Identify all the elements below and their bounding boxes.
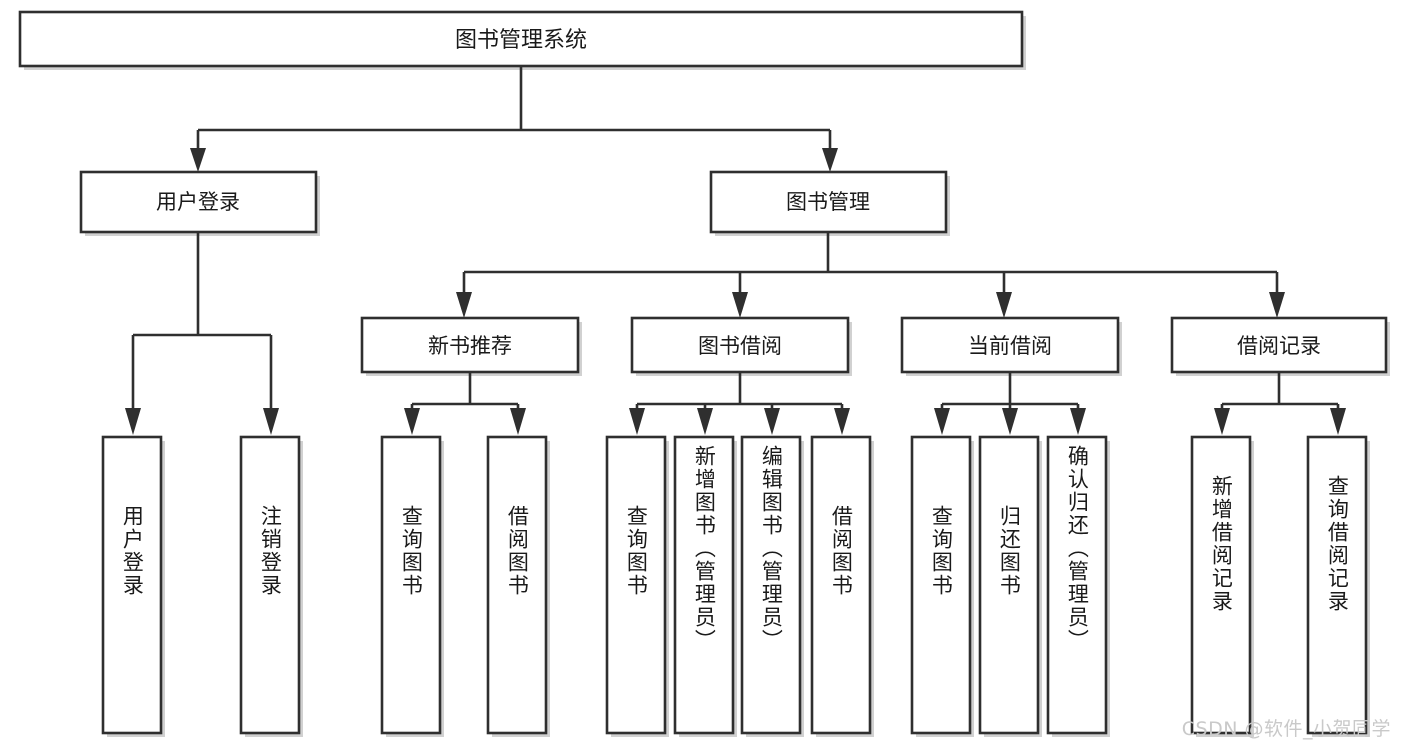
arrow-head-icon <box>510 408 526 435</box>
arrow-head-icon <box>697 408 713 435</box>
leaf-node-确认归还-管理员[interactable] <box>1046 435 1110 737</box>
arrow-head-icon <box>1269 292 1285 318</box>
leaf-box <box>1046 435 1108 735</box>
leaf-box <box>1306 435 1368 735</box>
arrow-head-icon <box>1070 408 1086 435</box>
level3-box-3 <box>1170 316 1388 374</box>
leaf-node-新增图书-管理员[interactable] <box>673 435 737 737</box>
leaf-node-查询图书-当前借阅[interactable] <box>910 435 974 737</box>
node-level2-用户登录[interactable]: 用户登录 <box>79 170 320 236</box>
arrow-head-icon <box>834 408 850 435</box>
leaf-box <box>740 435 802 735</box>
leaf-node-查询图书-新书推荐[interactable] <box>380 435 444 737</box>
node-level3-新书推荐[interactable]: 新书推荐 <box>360 316 582 376</box>
leaf-box <box>605 435 667 735</box>
leaf-node-新增借阅记录[interactable] <box>1190 435 1254 737</box>
arrow-head-icon <box>996 292 1012 318</box>
arrow-head-icon <box>629 408 645 435</box>
leaf-node-查询图书-图书借阅[interactable] <box>605 435 669 737</box>
level3-box-2 <box>900 316 1120 374</box>
root-box <box>18 10 1024 68</box>
leaf-node-归还图书[interactable] <box>978 435 1042 737</box>
leaf-node-编辑图书-管理员[interactable] <box>740 435 804 737</box>
level2-box-1 <box>709 170 948 234</box>
node-level2-图书管理[interactable]: 图书管理 <box>709 170 950 236</box>
leaf-box <box>910 435 972 735</box>
arrow-head-icon <box>1002 408 1018 435</box>
level3-label-1: 图书借阅 <box>698 334 782 358</box>
arrow-head-icon <box>822 148 838 172</box>
level3-label-2: 当前借阅 <box>968 334 1052 358</box>
level3-label-0: 新书推荐 <box>428 334 512 358</box>
leaf-box <box>673 435 735 735</box>
leaf-box <box>978 435 1040 735</box>
arrow-head-icon <box>732 292 748 318</box>
arrow-head-icon <box>190 148 206 172</box>
level3-label-3: 借阅记录 <box>1237 334 1321 358</box>
node-level3-当前借阅[interactable]: 当前借阅 <box>900 316 1122 376</box>
node-level3-图书借阅[interactable]: 图书借阅 <box>630 316 852 376</box>
leaf-node-注销登录[interactable] <box>239 435 303 737</box>
level2-label-0: 用户登录 <box>156 190 240 214</box>
leaf-node-用户登录[interactable] <box>101 435 165 737</box>
leaf-node-查询借阅记录[interactable] <box>1306 435 1370 737</box>
arrow-head-icon <box>125 408 141 435</box>
arrow-head-icon <box>934 408 950 435</box>
leaf-box <box>239 435 301 735</box>
level2-box-0 <box>79 170 318 234</box>
node-root-图书管理系统[interactable]: 图书管理系统 <box>18 10 1026 70</box>
leaf-box <box>1190 435 1252 735</box>
leaf-box <box>101 435 163 735</box>
arrow-head-icon <box>263 408 279 435</box>
leaf-box <box>380 435 442 735</box>
leaf-box <box>810 435 872 735</box>
arrow-head-icon <box>764 408 780 435</box>
arrow-head-icon <box>1330 408 1346 435</box>
leaf-node-借阅图书-图书借阅[interactable] <box>810 435 874 737</box>
arrow-head-icon <box>1214 408 1230 435</box>
level2-label-1: 图书管理 <box>786 190 870 214</box>
node-level3-借阅记录[interactable]: 借阅记录 <box>1170 316 1390 376</box>
arrow-head-icon <box>456 292 472 318</box>
root-label: 图书管理系统 <box>455 28 587 53</box>
level3-box-0 <box>360 316 580 374</box>
leaf-box <box>486 435 548 735</box>
arrow-head-icon <box>404 408 420 435</box>
leaf-node-借阅图书-新书推荐[interactable] <box>486 435 550 737</box>
